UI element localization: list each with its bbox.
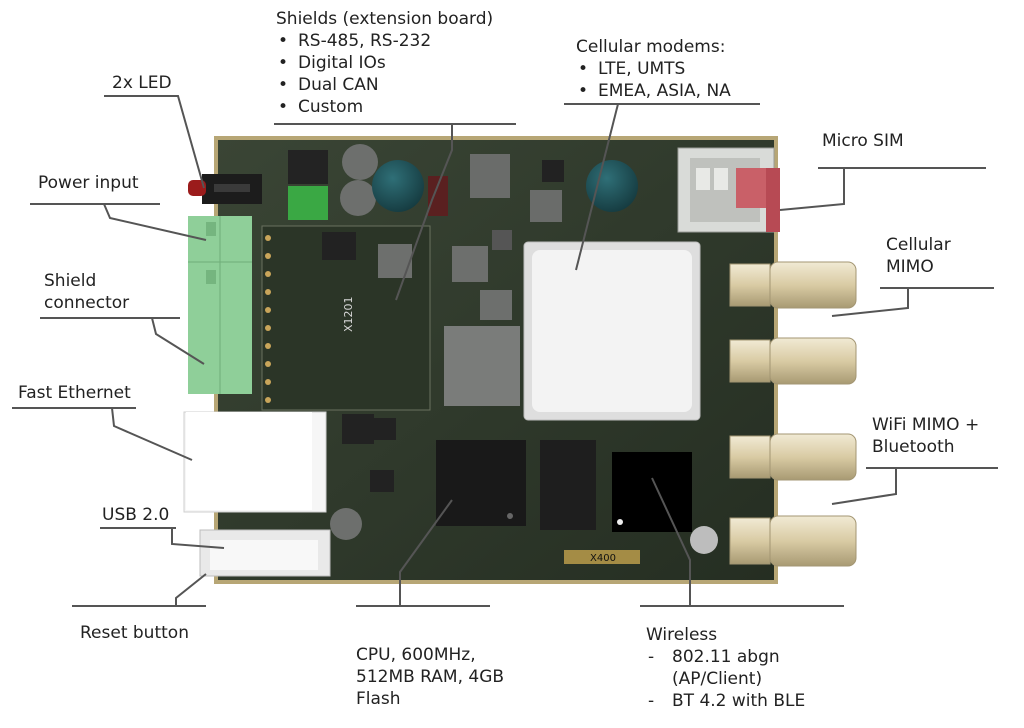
module-label: X1201 <box>342 296 355 332</box>
micro-sim-holder <box>677 147 780 233</box>
ram-chip <box>540 440 596 530</box>
sma-connectors <box>729 261 857 567</box>
x400-label: X400 <box>590 553 616 564</box>
cpu-chip <box>436 440 526 526</box>
cellular-modems-callout: Cellular modems: LTE, UMTS EMEA, ASIA, N… <box>576 36 731 102</box>
micro-sim-label: Micro SIM <box>822 131 904 151</box>
usb-port <box>199 529 331 577</box>
usb-label: USB 2.0 <box>102 505 170 525</box>
cellular-modems-list: LTE, UMTS EMEA, ASIA, NA <box>576 58 731 102</box>
fast-ethernet-label: Fast Ethernet <box>18 383 131 403</box>
shield-connector-label: Shield connector <box>44 271 130 313</box>
shields-list: RS-485, RS-232 Digital IOs Dual CAN Cust… <box>276 30 493 118</box>
shields-item: RS-485, RS-232 <box>276 30 493 52</box>
shields-item: Dual CAN <box>276 74 493 96</box>
cellular-modems-item: EMEA, ASIA, NA <box>576 80 731 102</box>
wireless-callout: Wireless 802.11 abgn (AP/Client) BT 4.2 … <box>646 624 805 712</box>
led-label: 2x LED <box>112 73 172 93</box>
wireless-list: 802.11 abgn (AP/Client) BT 4.2 with BLE <box>646 646 805 712</box>
cpu-label: CPU, 600MHz, 512MB RAM, 4GB Flash <box>356 645 505 709</box>
wifi-mimo-label: WiFi MIMO + Bluetooth <box>872 415 980 457</box>
reset-button-label: Reset button <box>80 623 189 643</box>
x400-header <box>564 550 640 564</box>
terminal-block <box>188 216 252 394</box>
shields-item: Digital IOs <box>276 52 493 74</box>
shields-item: Custom <box>276 96 493 118</box>
shields-callout: Shields (extension board) RS-485, RS-232… <box>276 8 493 118</box>
wireless-item: 802.11 abgn (AP/Client) <box>646 646 792 690</box>
shield-module <box>261 225 431 411</box>
power-input-label: Power input <box>38 173 139 193</box>
wireless-item: BT 4.2 with BLE <box>646 690 805 712</box>
wireless-title: Wireless <box>646 625 718 645</box>
leader-lines <box>12 95 998 607</box>
cellular-mimo-label: Cellular MIMO <box>886 235 951 277</box>
cellular-modems-item: LTE, UMTS <box>576 58 731 80</box>
led-component <box>188 174 262 204</box>
shields-title: Shields (extension board) <box>276 9 494 29</box>
cellular-modems-title: Cellular modems: <box>576 37 726 57</box>
wireless-chip <box>612 452 692 532</box>
